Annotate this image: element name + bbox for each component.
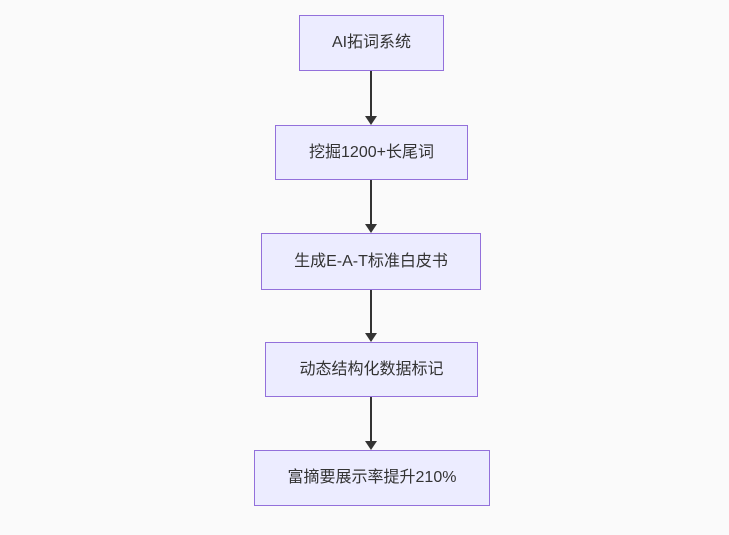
node-eat-whitepaper: 生成E-A-T标准白皮书 (261, 233, 481, 290)
arrowhead-down-icon (365, 441, 377, 450)
node-label: 挖掘1200+长尾词 (309, 143, 434, 161)
node-rich-snippet-rate: 富摘要展示率提升210% (254, 450, 490, 506)
arrow-line (370, 397, 372, 441)
node-label: 生成E-A-T标准白皮书 (294, 252, 448, 270)
arrow-line (370, 71, 372, 116)
flow-arrow (365, 180, 377, 233)
arrowhead-down-icon (365, 333, 377, 342)
flow-arrow (365, 71, 377, 125)
flow-arrow (365, 397, 377, 450)
node-longtail-mining: 挖掘1200+长尾词 (275, 125, 468, 180)
flow-arrow (365, 290, 377, 342)
node-label: 动态结构化数据标记 (299, 360, 444, 378)
node-structured-data-markup: 动态结构化数据标记 (265, 342, 478, 397)
node-label: AI拓词系统 (331, 34, 412, 51)
arrowhead-down-icon (365, 116, 377, 125)
arrow-line (370, 290, 372, 333)
arrow-line (370, 180, 372, 224)
arrowhead-down-icon (365, 224, 377, 233)
node-label: 富摘要展示率提升210% (287, 469, 457, 486)
node-ai-keyword-system: AI拓词系统 (299, 15, 444, 71)
